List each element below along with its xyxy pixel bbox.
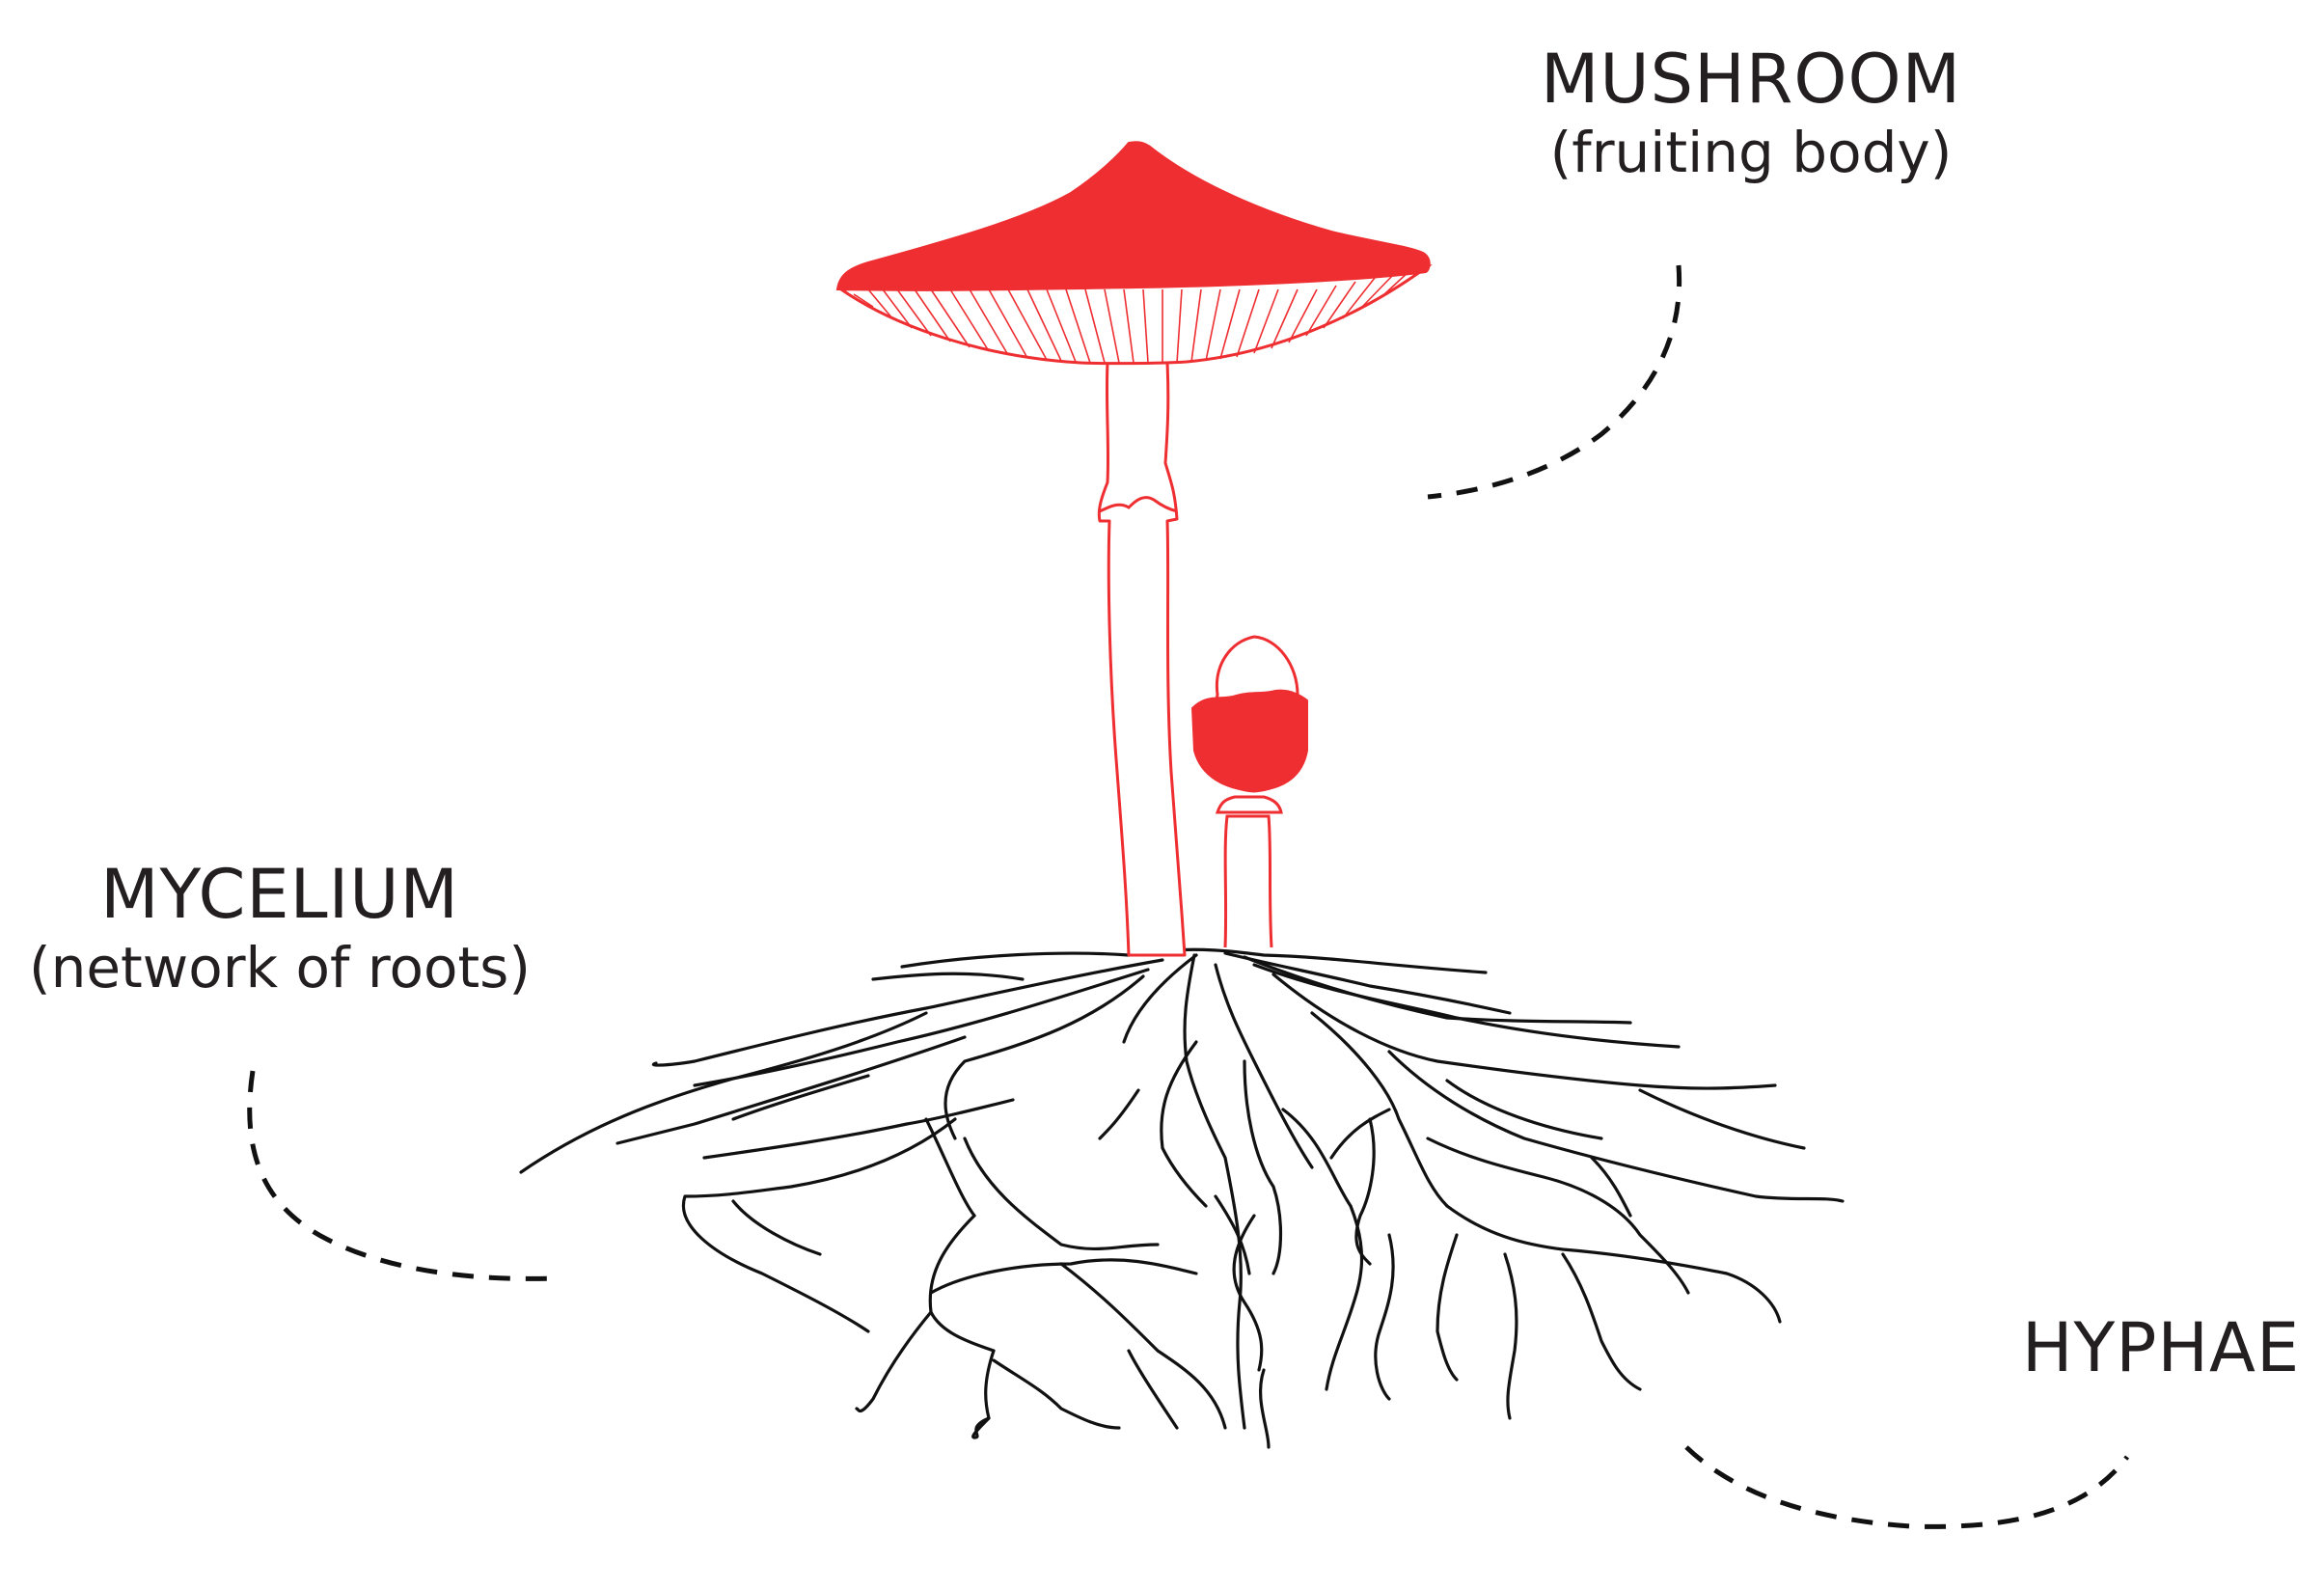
mycelium-label-subtitle: (network of roots)	[28, 935, 532, 1000]
mycelium-network	[519, 947, 1845, 1449]
mushroom-label: MUSHROOM (fruiting body)	[1524, 39, 1978, 187]
young-mushroom-stem	[1223, 814, 1273, 948]
mushroom-illustration	[835, 141, 1433, 957]
mature-mushroom-cap	[835, 141, 1431, 291]
mycelium-label-title: MYCELIUM	[100, 855, 459, 934]
mushroom-label-title: MUSHROOM	[1541, 40, 1961, 119]
mature-mushroom-stem	[1097, 361, 1187, 957]
mycelium-leader-line	[247, 1070, 560, 1281]
mushroom-leader-line	[1427, 264, 1682, 500]
mushroom-label-subtitle: (fruiting body)	[1549, 120, 1953, 185]
hyphae-label-title: HYPHAE	[2021, 1308, 2301, 1387]
hyphae-label: HYPHAE	[2016, 1307, 2306, 1388]
mycelium-label: MYCELIUM (network of roots)	[0, 854, 560, 1002]
hyphae-leader-line	[1684, 1445, 2129, 1529]
